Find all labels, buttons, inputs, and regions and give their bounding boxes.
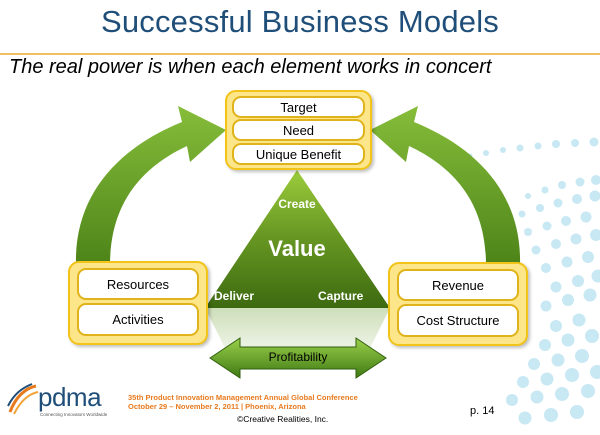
resources-box: Resources [77, 268, 199, 300]
subtitle: The real power is when each element work… [9, 56, 492, 78]
capture-label: Capture [318, 289, 364, 303]
capture-group: Revenue Cost Structure [388, 262, 528, 346]
left-curved-arrow [75, 106, 226, 265]
need-box: Need [232, 119, 365, 141]
target-box: Target [232, 96, 365, 118]
delivery-group: Resources Activities [68, 261, 208, 345]
profitability-label: Profitability [268, 350, 328, 364]
profitability-arrow [209, 337, 387, 379]
pdma-logo-text: pdma [38, 382, 102, 412]
conference-info: 35th Product Innovation Management Annua… [128, 393, 358, 411]
right-curved-arrow [370, 106, 521, 265]
value-label: Value [268, 236, 326, 261]
deliver-label: Deliver [214, 289, 255, 303]
unique-benefit-box: Unique Benefit [232, 143, 365, 165]
conference-line-1: 35th Product Innovation Management Annua… [128, 393, 358, 402]
conference-line-2: October 29 – November 2, 2011 | Phoenix,… [128, 402, 306, 411]
create-label: Create [278, 197, 316, 211]
copyright: ©Creative Realities, Inc. [237, 414, 329, 424]
pdma-logo-icon [7, 383, 39, 415]
revenue-box: Revenue [397, 269, 519, 301]
cost-structure-box: Cost Structure [397, 304, 519, 337]
value-triangle [205, 170, 390, 308]
value-proposition-group: Target Need Unique Benefit [225, 90, 372, 170]
title-divider [0, 53, 600, 55]
pdma-tagline: Connecting Innovators Worldwide [40, 412, 108, 417]
activities-box: Activities [77, 303, 199, 336]
page-number: p. 14 [470, 405, 495, 417]
page-title: Successful Business Models [100, 4, 500, 39]
